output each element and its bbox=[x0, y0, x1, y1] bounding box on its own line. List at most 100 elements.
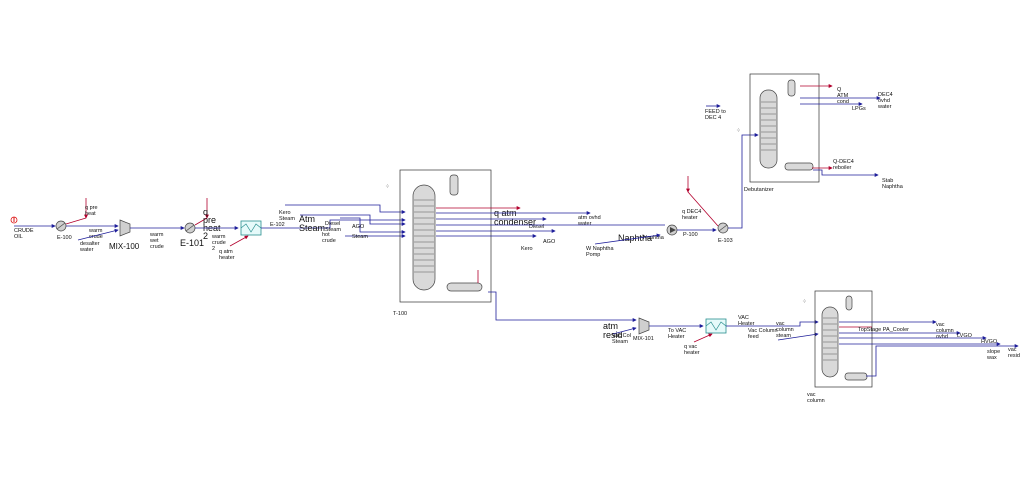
svg-text:Steam: Steam bbox=[325, 227, 341, 233]
t100-label: T-100 bbox=[393, 311, 407, 317]
q-dec4-heater-label: q DEC4 bbox=[682, 209, 701, 215]
dec4-ovhd-water-label: DEC4 bbox=[878, 92, 893, 98]
svg-text:DEC 4: DEC 4 bbox=[705, 115, 721, 121]
q-atm-cond-label: Q bbox=[837, 87, 842, 93]
e103-label: E-103 bbox=[718, 238, 733, 244]
svg-text:heater: heater bbox=[219, 255, 235, 261]
svg-text:ovhd: ovhd bbox=[878, 98, 890, 104]
debutanizer-condenser-drum[interactable] bbox=[787, 79, 796, 97]
vac-column-top-drum[interactable] bbox=[845, 295, 853, 311]
atm-resid-stream[interactable] bbox=[488, 291, 637, 322]
vac-column-subflowsheet-box[interactable] bbox=[814, 290, 873, 388]
vac-column-feed-stream[interactable] bbox=[726, 320, 819, 327]
debutanizer-label: Debutanizer bbox=[744, 187, 774, 193]
svg-text:Heater: Heater bbox=[738, 321, 755, 327]
t100-reboiler[interactable] bbox=[446, 282, 483, 292]
svg-text:column: column bbox=[776, 327, 794, 333]
w-naphtha-pomp-stream[interactable] bbox=[594, 233, 661, 245]
vac-column-icon-dots: ⁘ bbox=[802, 299, 807, 305]
vac-col-steam-stream[interactable] bbox=[612, 326, 637, 335]
svg-text:Naphtha: Naphtha bbox=[882, 184, 904, 190]
warm-crude-2-label: warm bbox=[211, 234, 226, 240]
to-vac-heater-label: To VAC bbox=[668, 328, 686, 334]
feed-to-dec4-label: FEED to bbox=[705, 109, 726, 115]
debutanizer-subflowsheet-box[interactable] bbox=[749, 73, 820, 183]
vac-resid-stream[interactable] bbox=[866, 344, 1019, 377]
svg-text:column: column bbox=[807, 398, 825, 404]
vac-column-steam-stream[interactable] bbox=[777, 332, 819, 341]
svg-text:crude: crude bbox=[89, 234, 103, 240]
desalter-water-label: desalter bbox=[80, 241, 100, 247]
warm-wet-crude-label: warm bbox=[149, 232, 164, 238]
diesel-label: Diesel bbox=[529, 224, 544, 230]
atm-steam-stream[interactable] bbox=[300, 214, 406, 226]
e103-heater[interactable] bbox=[717, 222, 729, 234]
e101-heater[interactable] bbox=[184, 222, 196, 234]
svg-text:crude: crude bbox=[212, 240, 226, 246]
vac-resid-label: vac bbox=[1008, 347, 1017, 353]
stab-naphtha-label: Stab bbox=[882, 178, 893, 184]
debutanizer-column[interactable] bbox=[759, 89, 778, 169]
svg-text:Steam: Steam bbox=[612, 339, 628, 345]
vac-heater-label: VAC bbox=[738, 315, 749, 321]
vac-col-steam-label: Vac Col bbox=[612, 333, 631, 339]
svg-text:wax: wax bbox=[986, 355, 997, 361]
vac-column-label: vac bbox=[807, 392, 816, 398]
svg-text:reboiler: reboiler bbox=[833, 165, 852, 171]
debutanizer-reboiler[interactable] bbox=[784, 162, 814, 171]
svg-text:water: water bbox=[79, 247, 94, 253]
kero-steam-stream[interactable] bbox=[285, 204, 406, 214]
hot-crude-label: hot bbox=[322, 232, 330, 238]
svg-text:crude: crude bbox=[150, 244, 164, 250]
svg-text:ATM: ATM bbox=[837, 93, 849, 99]
mix101-mixer[interactable] bbox=[638, 317, 650, 335]
atm-steam-label: Atm bbox=[299, 214, 315, 224]
p100-pump[interactable] bbox=[666, 224, 678, 236]
top-stage-cooler-label: TopStage PA_Cooler bbox=[858, 327, 909, 333]
svg-text:water: water bbox=[577, 221, 592, 227]
svg-text:2: 2 bbox=[212, 246, 215, 252]
svg-text:heater: heater bbox=[684, 350, 700, 356]
hvgo-label: HVGO bbox=[981, 339, 998, 345]
t100-column[interactable] bbox=[412, 184, 436, 291]
warm-crude-label: warm bbox=[88, 228, 103, 234]
p100-label: P-100 bbox=[683, 232, 698, 238]
kero-steam-label: Kero bbox=[279, 210, 291, 216]
hot-crude-stream[interactable] bbox=[261, 218, 406, 229]
feed-to-dec4-stream[interactable] bbox=[728, 133, 759, 229]
vac-column-reboiler[interactable] bbox=[844, 372, 868, 381]
mix100-mixer[interactable] bbox=[119, 219, 131, 237]
q-atm-heater-stream[interactable] bbox=[229, 235, 249, 247]
e100-label: E-100 bbox=[57, 235, 72, 241]
diesel-steam-stream[interactable] bbox=[340, 217, 406, 234]
lpgs-label: LPGs bbox=[852, 106, 866, 112]
vac-column-feed-label: Vac Column bbox=[748, 328, 778, 334]
ago-steam-label: AGO bbox=[352, 224, 365, 230]
naphtha-small-label: Naphtha bbox=[643, 235, 665, 241]
t100-condenser-drum[interactable] bbox=[449, 174, 459, 196]
svg-text:cond: cond bbox=[837, 99, 849, 105]
svg-text:Steam: Steam bbox=[279, 216, 295, 222]
svg-text:resid: resid bbox=[1008, 353, 1020, 359]
e102-exchanger[interactable] bbox=[240, 220, 262, 236]
svg-text:OIL: OIL bbox=[14, 234, 23, 240]
naphtha-label: Naphtha bbox=[618, 233, 652, 243]
stab-naphtha-stream[interactable] bbox=[813, 169, 879, 177]
crude-feed-marker[interactable] bbox=[10, 216, 18, 224]
atm-resid-label: atm bbox=[603, 321, 618, 331]
svg-text:Steam: Steam bbox=[352, 234, 368, 240]
svg-text:Heater: Heater bbox=[668, 334, 685, 340]
q-pre-heat-label: q pre bbox=[85, 205, 98, 211]
vac-column-steam-label: vac bbox=[776, 321, 785, 327]
svg-text:heat: heat bbox=[85, 211, 96, 217]
desalter-water-stream[interactable] bbox=[77, 228, 119, 241]
vac-heater-exchanger[interactable] bbox=[705, 318, 727, 334]
e100-heater[interactable] bbox=[55, 220, 67, 232]
debutanizer-icon-dots: ⁘ bbox=[736, 128, 741, 134]
vac-column-vessel[interactable] bbox=[821, 306, 839, 378]
atm-ovhd-water-label: atm ovhd bbox=[578, 215, 601, 221]
svg-text:Steam: Steam bbox=[299, 223, 325, 233]
vac-column-ovhd-label: vac bbox=[936, 322, 945, 328]
q-vac-heater-stream[interactable] bbox=[693, 333, 713, 343]
